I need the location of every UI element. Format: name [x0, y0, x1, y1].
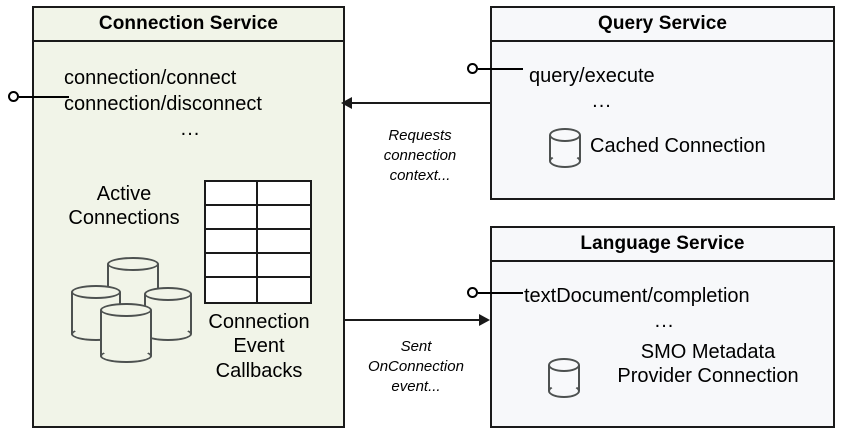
connection-service-body: connection/connect connection/disconnect… — [34, 42, 343, 426]
callbacks-label-line3: Callbacks — [215, 359, 303, 382]
connector-label-line1: Requests — [388, 127, 452, 144]
grid-cell — [258, 182, 310, 206]
connector-label-line3: event... — [391, 377, 441, 395]
connector-label-sent-onconnection-event: Sent OnConnection event... — [350, 337, 482, 396]
connector-line — [345, 319, 479, 321]
grid-cell — [206, 182, 258, 206]
connection-service-ellipsis: ... — [180, 118, 201, 140]
interface-ball-icon — [8, 91, 19, 102]
connection-event-callbacks-grid — [204, 180, 312, 304]
grid-cell — [206, 206, 258, 230]
connector-line — [352, 102, 490, 104]
grid-cell — [258, 230, 310, 254]
connection-service-title: Connection Service — [34, 8, 343, 42]
smo-metadata-label-line1: SMO Metadata — [640, 341, 776, 363]
language-service-title: Language Service — [492, 228, 833, 262]
component-query-service[interactable]: Query Service query/execute ... Cached C… — [490, 6, 835, 200]
operation-connection-connect: connection/connect — [64, 67, 237, 89]
interface-ball-icon — [467, 287, 478, 298]
connector-label-line1: Sent — [400, 338, 432, 355]
smo-metadata-cylinder-icon — [548, 358, 580, 398]
query-service-body: query/execute ... Cached Connection — [492, 42, 833, 198]
language-service-body: textDocument/completion ... SMO Metadata… — [492, 262, 833, 426]
arrow-head-icon — [341, 97, 352, 109]
grid-cell — [258, 254, 310, 278]
query-service-ellipsis: ... — [592, 90, 612, 112]
interface-stem — [478, 291, 523, 294]
interface-ball-icon — [467, 63, 478, 74]
grid-cell — [206, 278, 258, 302]
smo-metadata-label-line2: Provider Connection — [617, 365, 799, 388]
arrow-head-icon — [479, 314, 490, 326]
language-service-ellipsis: ... — [654, 310, 675, 332]
query-service-title: Query Service — [492, 8, 833, 42]
connection-event-callbacks-label: Connection Event Callbacks — [194, 310, 324, 383]
connector-label-line3: context... — [389, 166, 451, 184]
cached-connection-label: Cached Connection — [590, 135, 766, 157]
active-connections-label-line1: Active — [96, 183, 152, 205]
operation-connection-disconnect: connection/disconnect — [64, 93, 262, 115]
interface-stem — [19, 95, 69, 98]
interface-stem — [478, 67, 523, 70]
callbacks-label-line2: Event — [233, 335, 285, 358]
active-connections-label-line2: Connections — [68, 207, 180, 230]
connector-label-requests-connection-context: Requests connection context... — [355, 126, 485, 185]
grid-cell — [258, 206, 310, 230]
database-cylinder-front — [100, 303, 152, 363]
grid-cell — [206, 230, 258, 254]
grid-cell — [258, 278, 310, 302]
grid-cell — [206, 254, 258, 278]
component-connection-service[interactable]: Connection Service connection/connect co… — [32, 6, 345, 428]
smo-metadata-provider-label: SMO Metadata Provider Connection — [588, 340, 828, 389]
database-cylinder-right — [144, 287, 192, 341]
operation-textdocument-completion: textDocument/completion — [524, 285, 750, 307]
cached-connection-cylinder-icon — [549, 128, 581, 168]
active-connections-label: Active Connections — [44, 182, 204, 231]
callbacks-label-line1: Connection — [208, 311, 310, 333]
component-language-service[interactable]: Language Service textDocument/completion… — [490, 226, 835, 428]
connector-label-line2: connection — [383, 146, 457, 164]
operation-query-execute: query/execute — [529, 65, 655, 87]
connector-label-line2: OnConnection — [368, 357, 464, 375]
